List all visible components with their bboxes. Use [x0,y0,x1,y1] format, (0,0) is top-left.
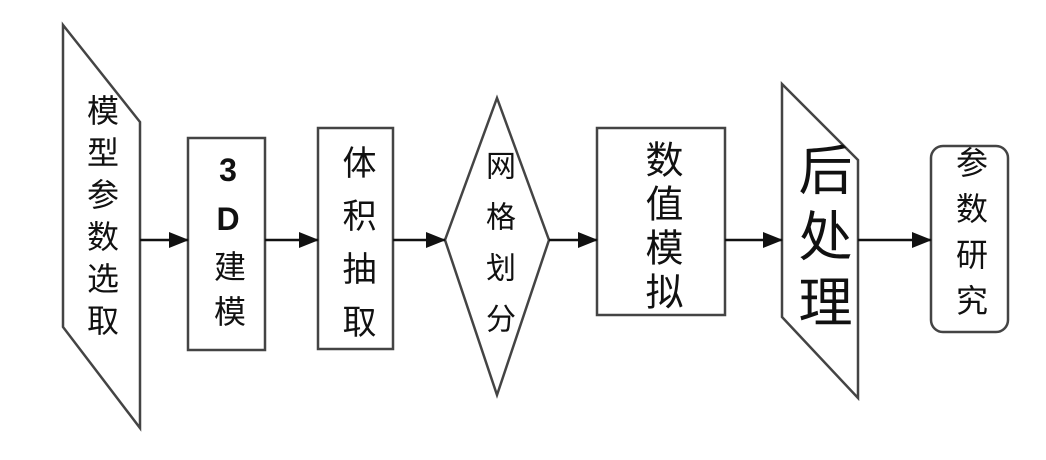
node-model-parameter-selection-shape [61,21,142,432]
node-numerical-simulation-label: 数值模拟 [639,140,683,316]
node-3d-modeling-label-bold: 3D [210,152,246,250]
node-parameter-study-label: 参数研究 [951,146,989,330]
node-numerical-simulation-shape [595,126,727,317]
node-3d-modeling-label-text: 建模 [209,250,247,340]
node-3d-modeling-label: 3D建模 [209,152,247,340]
node-post-processing-label: 后处理 [789,142,852,340]
node-meshing-label: 网格划分 [480,150,515,354]
node-volume-extraction-label: 体积抽取 [336,145,376,357]
node-meshing-shape [443,94,551,399]
node-model-parameter-selection-label: 模型参数选取 [82,94,120,346]
